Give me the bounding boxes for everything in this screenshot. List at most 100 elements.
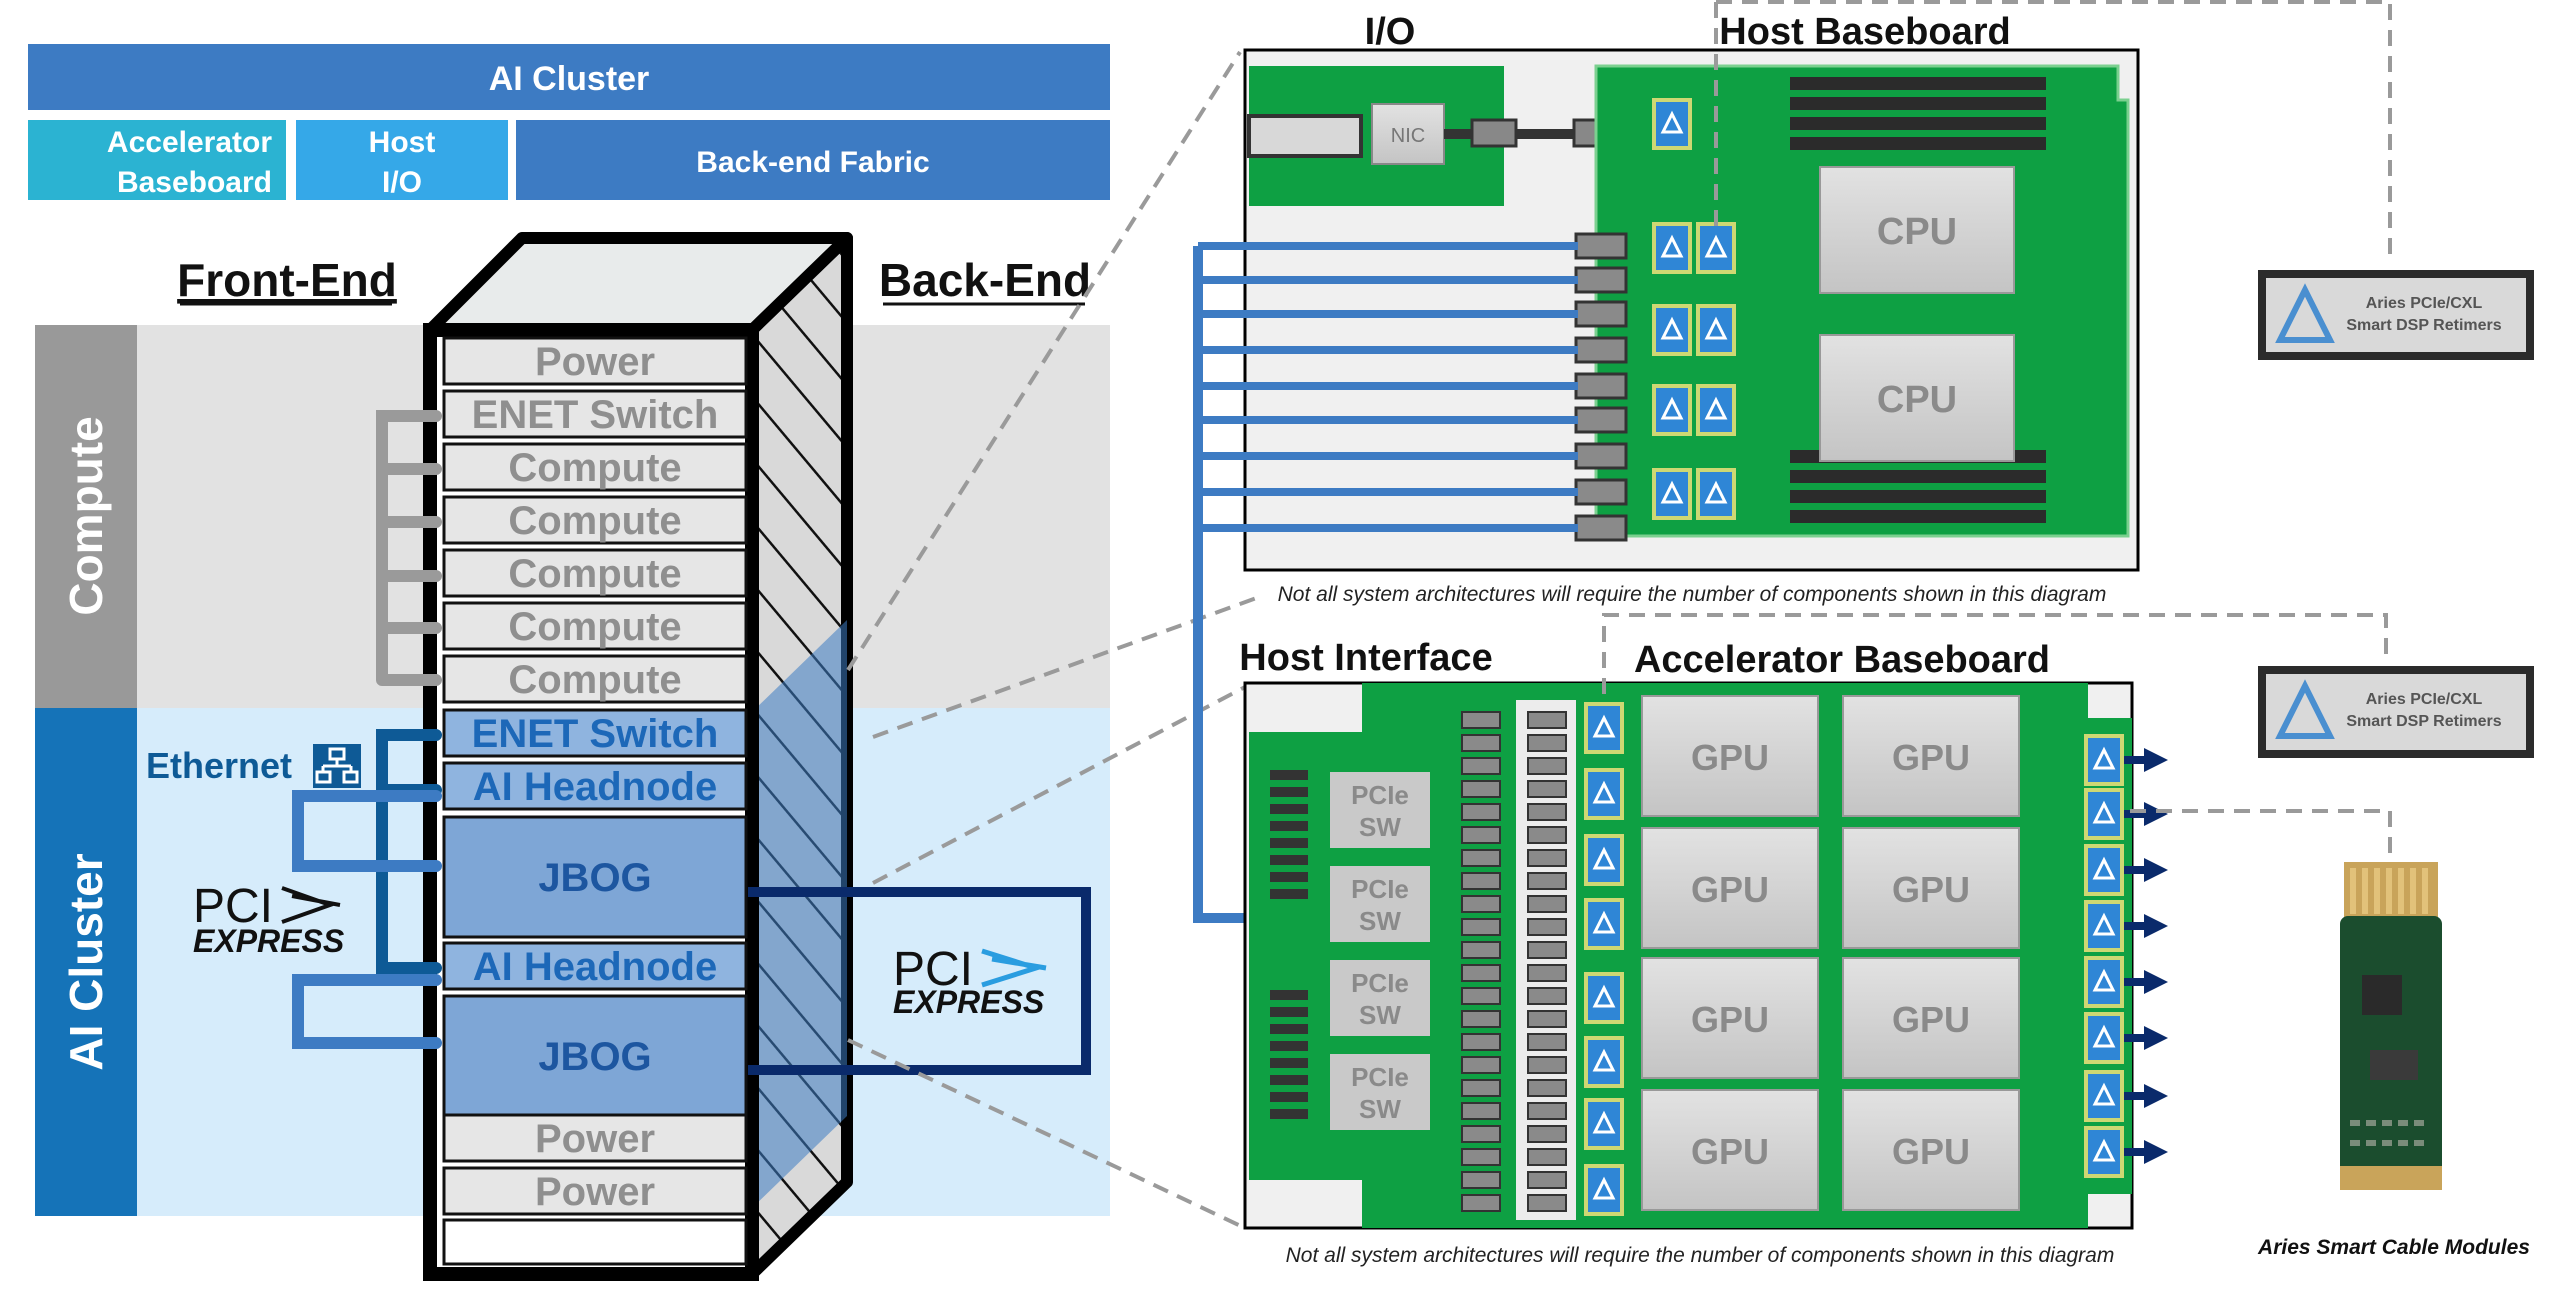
aries-logo-icon [1704,396,1728,420]
legend-link-cable [2130,809,2392,860]
cpu-2-label: CPU [1877,379,1957,421]
rack-slot-label: Power [535,1117,655,1161]
riser-connector [1461,711,1501,729]
ai-cluster-bar-label: AI Cluster [489,60,650,98]
cable-modules-caption: Aries Smart Cable Modules [2257,1236,2530,1259]
aries-logo-icon [1592,1176,1616,1200]
aries-logo-icon [1660,396,1684,420]
rack-slot-8: ENET Switch [442,708,748,758]
gpu-6: GPU [1842,957,2020,1079]
arrow-right-icon [2144,1084,2168,1108]
aries-logo-icon [2275,283,2335,343]
compute-side-label: Compute [60,416,112,615]
interface-pin [1270,872,1308,882]
rack-slot-label: Power [535,1170,655,1214]
riser-connector [1461,757,1501,775]
riser-connector [1527,1102,1567,1120]
svg-text:GPU: GPU [1691,737,1769,778]
riser-connector [1527,803,1567,821]
aries-logo-icon [2092,1082,2116,1106]
rack-slot-label: Compute [508,446,681,490]
riser-connector [1461,803,1501,821]
host-cable-connector [1574,406,1628,434]
svg-text:GPU: GPU [1691,869,1769,910]
network-icon [313,744,361,788]
rack-slot-7: Compute [442,654,748,704]
interface-pin [1270,1109,1308,1119]
interface-pin [1270,1041,1308,1051]
accelerator-bar-label-2: Baseboard [117,166,272,199]
rack-slot-label: Power [535,340,655,384]
backend-fabric-bar [516,120,1110,200]
aries-logo-icon [1660,110,1684,134]
retimer-badge-1: Aries PCIe/CXL Smart DSP Retimers [2258,270,2534,360]
dimm-bank-bottom [1790,450,2046,523]
riser-connector [1527,1056,1567,1074]
retimer-chip [1652,468,1692,520]
rack-slot-14: Power [442,1166,748,1216]
pcie-link-front-2 [292,974,442,1049]
arrow-right-icon [2144,748,2168,772]
retimer-chip [2084,900,2168,952]
rack-slot-11: AI Headnode [442,941,748,991]
svg-text:PCIe: PCIe [1351,780,1409,810]
svg-text:Accelerator: Accelerator [107,126,272,159]
host-cable-connector [1574,300,1628,328]
riser-connector [1527,1125,1567,1143]
host-board-note: Not all system architectures will requir… [1278,583,2107,606]
nic-chip [1371,103,1445,165]
riser-connector [1527,780,1567,798]
rack-slot-label: AI Headnode [473,765,717,809]
compute-bus [376,410,442,686]
riser-connector [1461,987,1501,1005]
riser-connector [1527,757,1567,775]
backend-pcie-loop [748,887,1091,1075]
rack-slot-3: Compute [442,442,748,492]
accel-connectors [1461,711,1567,1212]
rack-slot-12: JBOG [442,994,748,1118]
rack-slot-1: Power [442,336,748,386]
svg-text:Host: Host [369,126,436,159]
arrow-right-icon [2144,914,2168,938]
pcie-link-front-1 [292,790,442,872]
svg-text:Aries PCIe/CXL: Aries PCIe/CXL [2366,691,2483,708]
aries-logo-icon [2092,1024,2116,1048]
rack-slot-label: Compute [508,658,681,702]
aries-logo-icon [1660,316,1684,340]
legend-link-host [1714,0,2392,264]
host-cables [1193,242,1578,923]
retimer-chip [1652,222,1692,274]
retimer-chip [1696,384,1736,436]
rack-slot-4: Compute [442,495,748,545]
rack-slot-label: JBOG [538,1035,651,1079]
gpu-7: GPU [1641,1089,1819,1211]
aries-logo-icon [2092,1138,2116,1162]
svg-text:GPU: GPU [1892,999,1970,1040]
aries-logo-icon [2092,746,2116,770]
gpu-4: GPU [1842,827,2020,949]
retimer-chip [2084,956,2168,1008]
aries-logo-icon [1660,234,1684,258]
svg-text:EXPRESS: EXPRESS [893,984,1045,1020]
arrow-right-icon [2144,1140,2168,1164]
aries-logo-icon [1660,480,1684,504]
interface-pin [1270,1007,1308,1017]
interface-pin [1270,804,1308,814]
riser-connector [1461,872,1501,890]
aries-logo-icon [1704,480,1728,504]
riser-connector [1461,1056,1501,1074]
rack-slot-5: Compute [442,548,748,598]
riser-connector [1527,1033,1567,1051]
svg-text:PCIe: PCIe [1351,1062,1409,1092]
retimer-chip [1652,98,1692,150]
rack-slot-label: ENET Switch [472,712,719,756]
dimm-bank-top [1790,77,2046,150]
retimer-chip [1584,768,1624,820]
interface-pin [1270,821,1308,831]
